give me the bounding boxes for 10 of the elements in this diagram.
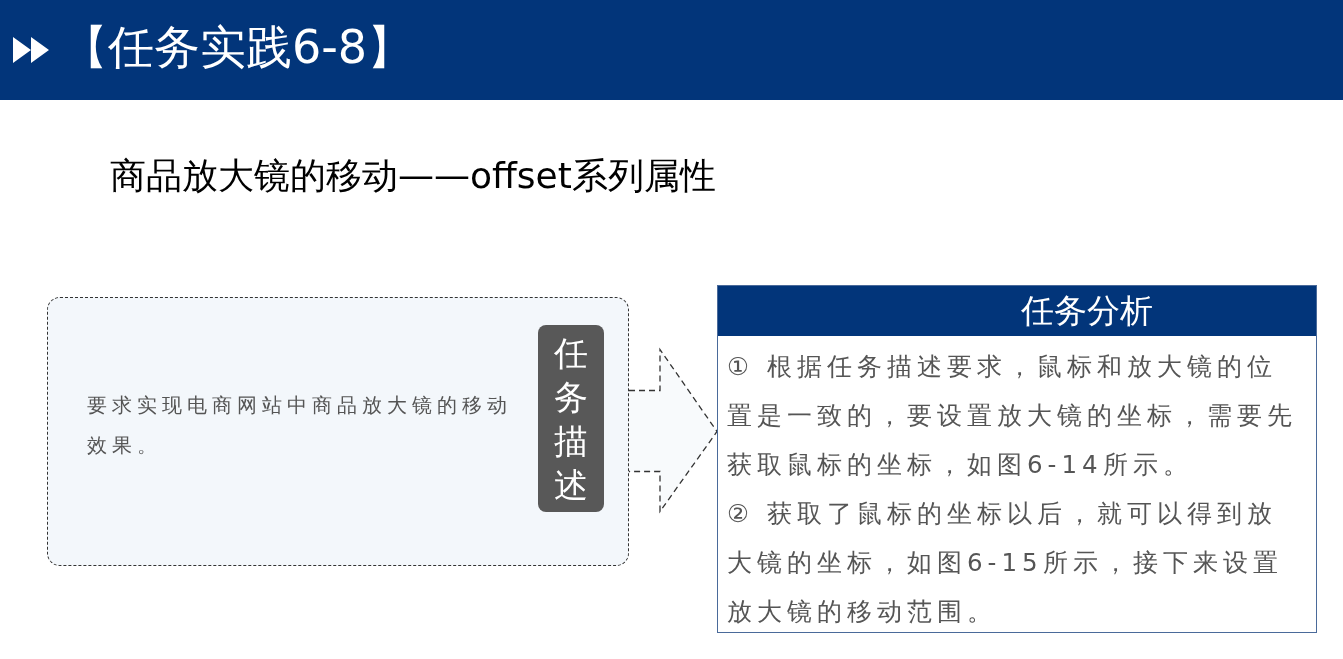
description-text: 要求实现电商网站中商品放大镜的移动效果。: [87, 392, 513, 459]
vertical-tag: 任务描述: [538, 325, 604, 512]
analysis-text: ① 根据任务描述要求，鼠标和放大镜的位置是一致的，要设置放大镜的坐标，需要先获取鼠标的坐标，如图6-14所示。: [727, 351, 1298, 481]
analysis-text: ② 获取了鼠标的坐标以后，就可以得到放大镜的坐标，如图6-15所示，接下来设置放大镜的移动范围。: [727, 498, 1284, 628]
page-title: 【任务实践6-8】: [62, 19, 414, 76]
subtitle: 商品放大镜的移动——offset系列属性: [110, 154, 716, 198]
block-arrow: [628, 347, 718, 514]
dashed-box: [47, 297, 629, 566]
analysis-panel: [717, 285, 1317, 633]
panel-header: 任务分析: [718, 286, 1316, 336]
